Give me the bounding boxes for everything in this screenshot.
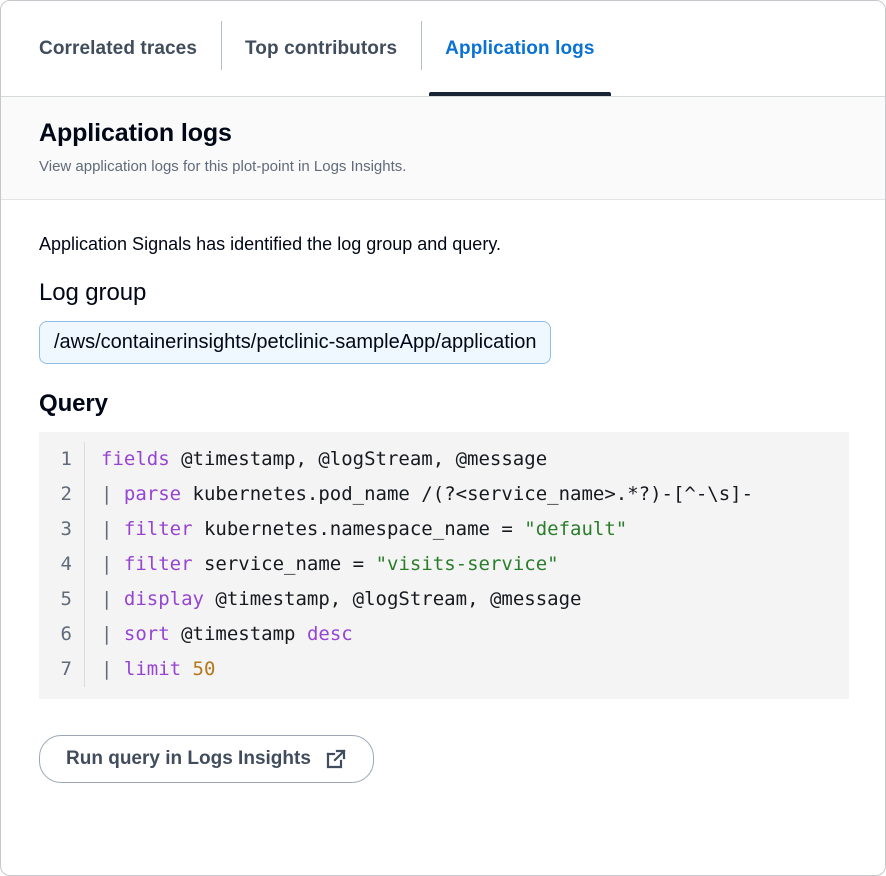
token-string: "default" [524,518,628,540]
code-line-3: | filter kubernetes.namespace_name = "de… [101,512,849,547]
line-number: 6 [60,623,72,645]
page-title: Application logs [39,119,232,147]
token-keyword: fields [101,448,170,470]
token-string: "visits-service" [375,553,559,575]
code-lines: fields @timestamp, @logStream, @message … [85,442,849,687]
token-pipe: | [101,553,124,575]
intro-text: Application Signals has identified the l… [39,234,501,254]
log-group-label: Log group [39,279,147,306]
code-line-1: fields @timestamp, @logStream, @message [101,442,849,477]
token-pipe: | [101,518,124,540]
code-line-4: | filter service_name = "visits-service" [101,547,849,582]
token-pipe: | [101,658,124,680]
tab-top-contributors[interactable]: Top contributors [221,1,421,96]
token-pipe: | [101,483,124,505]
code-line-2: | parse kubernetes.pod_name /(?<service_… [101,477,849,512]
token-number: 50 [192,658,216,680]
token-keyword: parse [123,483,182,505]
page-description: View application logs for this plot-poin… [39,158,407,175]
line-number: 7 [60,658,72,680]
token-text: @timestamp, @logStream, @message [169,448,548,470]
token-pipe: | [101,623,124,645]
token-keyword: desc [306,623,353,645]
query-label: Query [39,390,108,417]
actions-row: Run query in Logs Insights [1,699,885,783]
line-number-gutter: 1 2 3 4 5 6 7 [39,442,85,687]
tab-label: Top contributors [245,37,398,59]
line-number: 1 [60,448,72,470]
run-query-button-label: Run query in Logs Insights [66,748,311,769]
token-text: @timestamp [169,623,307,645]
token-text: @timestamp, @logStream, @message [203,588,582,610]
log-group-value[interactable]: /aws/containerinsights/petclinic-sampleA… [39,321,552,364]
token-text: kubernetes.pod_name /(?<service_name>.*?… [181,483,754,505]
tab-application-logs[interactable]: Application logs [421,1,618,96]
tab-label: Application logs [445,37,595,59]
token-keyword: filter [123,518,193,540]
token-text [181,658,192,680]
token-keyword: display [123,588,204,610]
token-keyword: sort [123,623,170,645]
line-number: 2 [60,483,72,505]
token-text: kubernetes.namespace_name = [192,518,525,540]
token-keyword: limit [123,658,182,680]
token-text: service_name = [192,553,376,575]
tab-bar: Correlated traces Top contributors Appli… [1,1,885,97]
panel-body: Application Signals has identified the l… [1,200,885,699]
section-header: Application logs View application logs f… [1,97,885,200]
line-number: 4 [60,553,72,575]
token-pipe: | [101,588,124,610]
external-link-icon [325,748,347,770]
code-line-5: | display @timestamp, @logStream, @messa… [101,582,849,617]
run-query-button[interactable]: Run query in Logs Insights [39,735,374,783]
code-line-7: | limit 50 [101,652,849,687]
code-line-6: | sort @timestamp desc [101,617,849,652]
token-keyword: filter [123,553,193,575]
line-number: 5 [60,588,72,610]
tab-label: Correlated traces [39,37,197,59]
line-number: 3 [60,518,72,540]
query-code-block[interactable]: 1 2 3 4 5 6 7 fields @timestamp, @logStr… [39,432,849,699]
tab-correlated-traces[interactable]: Correlated traces [15,1,221,96]
